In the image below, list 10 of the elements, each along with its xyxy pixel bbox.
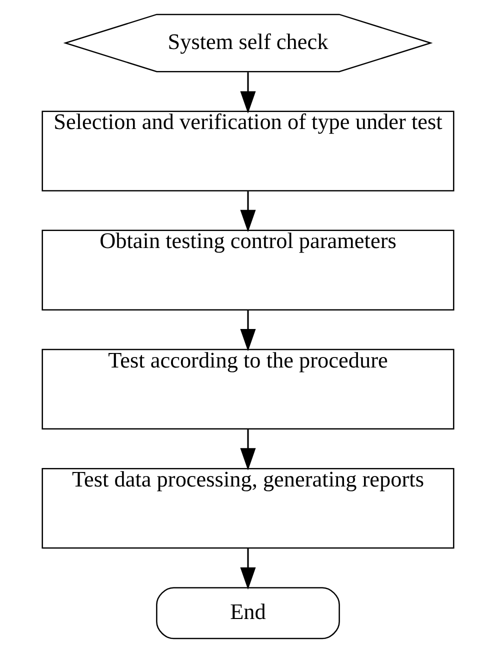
node-box: Test data processing, generating reports: [41, 468, 454, 549]
node-box: End: [156, 587, 340, 640]
node-box: Obtain testing control parameters: [41, 230, 454, 310]
arrow: [240, 429, 256, 470]
node-box: Test according to the procedure: [41, 348, 454, 430]
arrow: [240, 548, 256, 590]
arrow: [240, 310, 256, 352]
arrow: [240, 72, 256, 114]
arrow: [240, 191, 256, 232]
node-box: Selection and verification of type under test: [41, 110, 454, 192]
